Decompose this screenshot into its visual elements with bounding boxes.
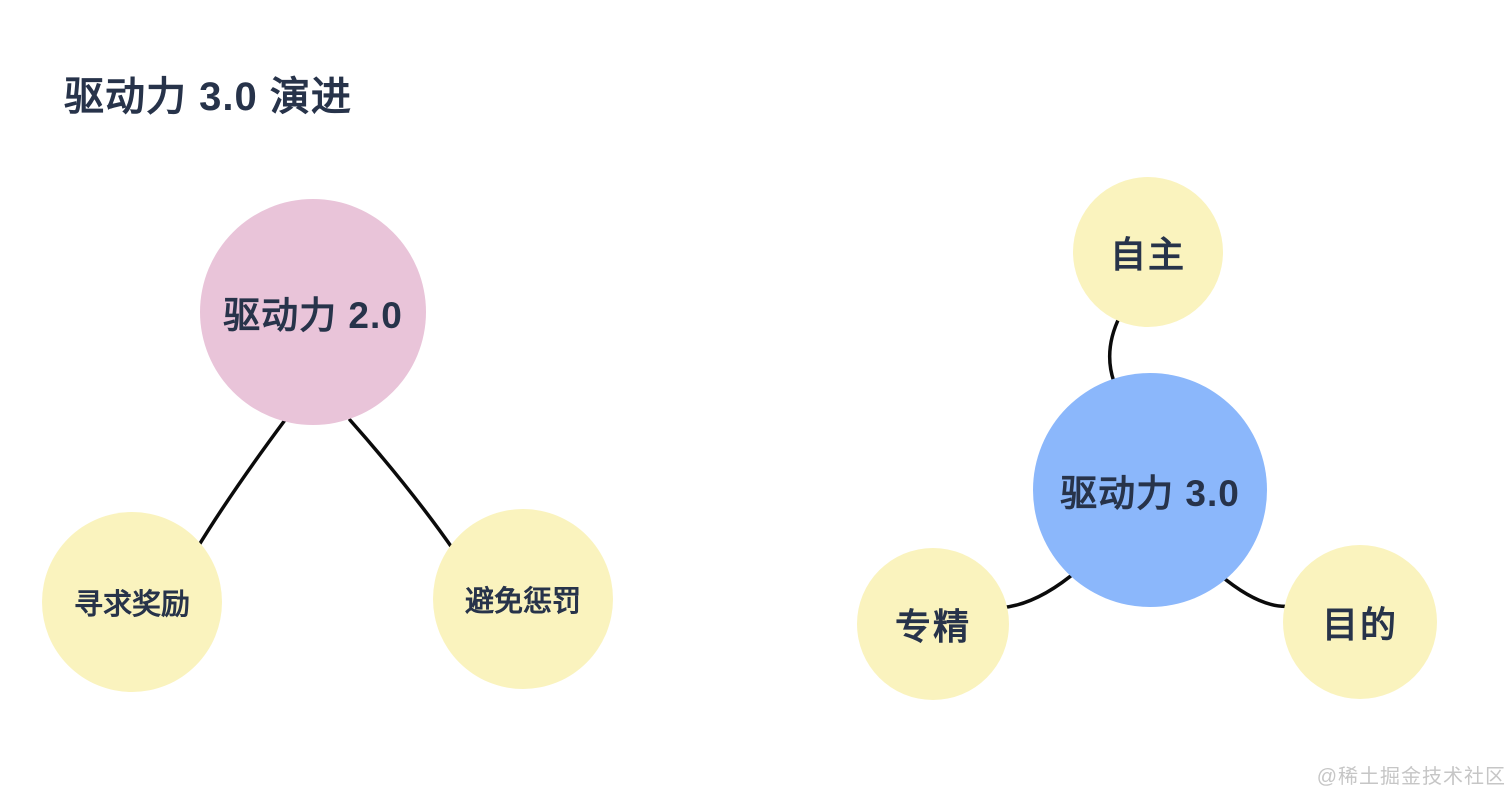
- node-label: 驱动力 3.0: [1060, 473, 1240, 514]
- connector-drive2-avoid: [348, 418, 457, 554]
- node-label: 自主: [1109, 234, 1186, 275]
- node-avoid-punishment: 避免惩罚: [433, 509, 613, 689]
- node-label: 目的: [1321, 604, 1398, 645]
- connector-drive3-autonomy: [1108, 314, 1122, 384]
- node-seek-reward: 寻求奖励: [42, 512, 222, 692]
- connector-drive2-seek: [194, 418, 287, 552]
- node-autonomy: 自主: [1073, 177, 1223, 327]
- diagram-title: 驱动力 3.0 演进: [64, 75, 352, 119]
- connector-drive3-mastery: [998, 568, 1080, 610]
- node-label: 寻求奖励: [73, 589, 190, 621]
- node-purpose: 目的: [1283, 545, 1437, 699]
- node-label: 避免惩罚: [464, 586, 581, 618]
- node-label: 驱动力 2.0: [223, 295, 403, 336]
- node-label: 专精: [894, 606, 971, 647]
- connector-drive3-purpose: [1218, 573, 1294, 609]
- node-drive-3-0: 驱动力 3.0: [1033, 373, 1267, 607]
- node-drive-2-0: 驱动力 2.0: [200, 199, 426, 425]
- node-mastery: 专精: [857, 548, 1009, 700]
- watermark-text: @稀土掘金技术社区: [1316, 766, 1506, 788]
